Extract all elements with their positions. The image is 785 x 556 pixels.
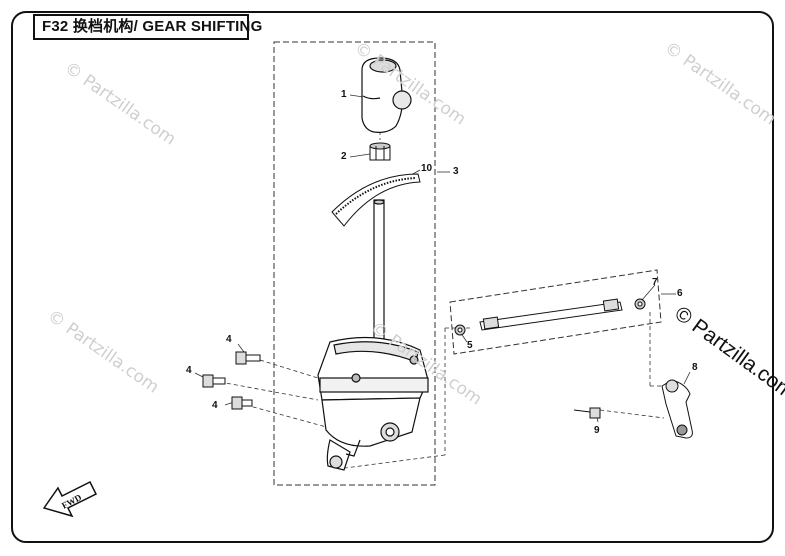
callout-4c: 4 [212, 400, 218, 411]
callout-10: 10 [421, 163, 433, 174]
callout-9: 9 [594, 425, 600, 436]
nut-drawing [369, 142, 391, 161]
diagram-title: F32 换档机构/ GEAR SHIFTING [33, 14, 262, 40]
bolt-9-drawing [573, 407, 601, 419]
shift-knob-drawing [361, 57, 412, 133]
bolt-drawings [202, 351, 261, 410]
callout-7: 7 [652, 277, 658, 288]
shift-arm-drawing [661, 379, 693, 439]
shifter-assembly-group-box [273, 41, 436, 486]
rod-nut-drawings [454, 298, 646, 336]
callout-8: 8 [692, 362, 698, 373]
shift-rod-drawing [479, 298, 623, 331]
gate-plate-drawing [331, 173, 421, 227]
fwd-arrow-icon: FWD [42, 480, 98, 518]
callout-3: 3 [453, 166, 459, 177]
shifter-housing-drawing [317, 336, 429, 471]
callout-5: 5 [467, 340, 473, 351]
callout-6: 6 [677, 288, 683, 299]
shift-rod-group-box [449, 269, 662, 355]
callout-1: 1 [341, 89, 347, 100]
leader-lines [194, 94, 691, 469]
callout-4a: 4 [226, 334, 232, 345]
diagram-frame [11, 11, 774, 543]
callout-2: 2 [341, 151, 347, 162]
callout-4b: 4 [186, 365, 192, 376]
